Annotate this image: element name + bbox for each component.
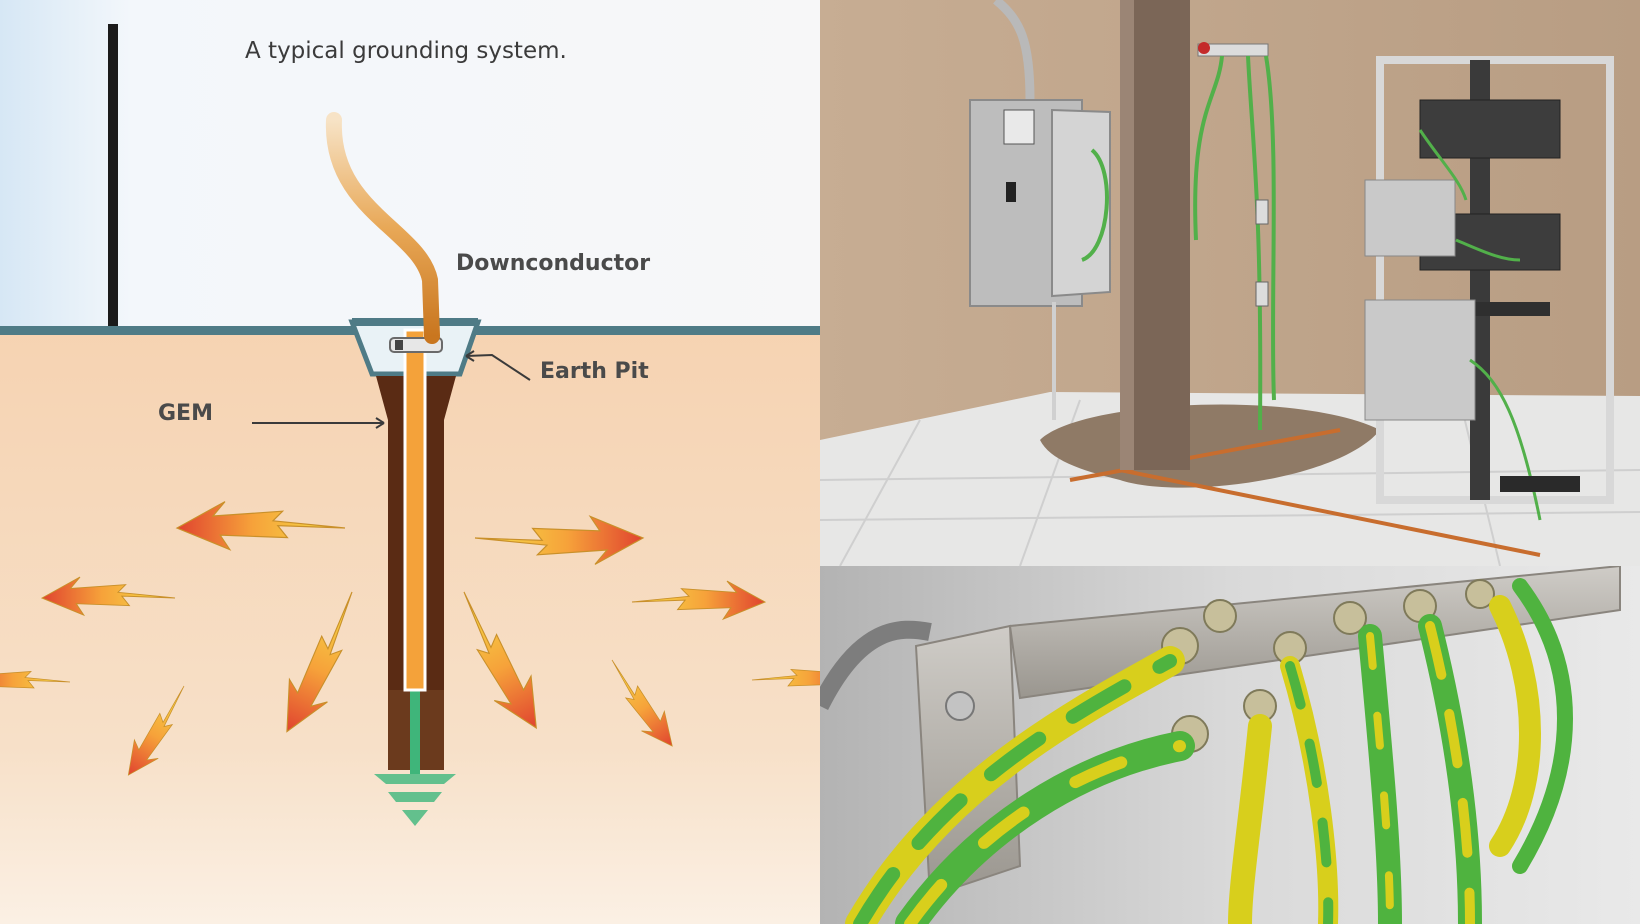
- wire-clamp: [1255, 281, 1269, 307]
- wall-ground-bar: [1197, 43, 1269, 57]
- ground-bar-marker: [1198, 42, 1210, 54]
- busbar-illustration: [820, 566, 1640, 924]
- downconductor-cable: [325, 112, 440, 344]
- sky-background: [0, 0, 820, 330]
- rack-base: [1500, 476, 1580, 492]
- diagram-title: A typical grounding system.: [245, 38, 567, 64]
- ground-busbar-photo: [820, 566, 1640, 924]
- earth-pit-cover: [352, 318, 478, 326]
- pipe: [820, 620, 932, 711]
- column-highlight: [1120, 0, 1134, 470]
- green-yellow-ground-wires: [845, 578, 1573, 924]
- gem-label: GEM: [158, 401, 213, 426]
- earth-pit-label: Earth Pit: [540, 359, 649, 384]
- gem-leader-arrow: [375, 417, 385, 429]
- earth-ground-icon: [374, 774, 456, 826]
- server-unit: [1364, 179, 1456, 257]
- rack-device: [1419, 99, 1561, 159]
- panel-door: [1051, 108, 1111, 298]
- bracket-bolt: [945, 691, 975, 721]
- data-room-illustration: [820, 0, 1640, 566]
- clamp-bolt: [395, 340, 403, 350]
- earth-pit-leader-arrow: [465, 350, 475, 362]
- server-unit: [1364, 299, 1476, 421]
- grounding-diagram: A typical grounding system. Downconducto…: [0, 0, 820, 924]
- equipment-rack-frame: [1376, 56, 1614, 504]
- wire-clamp: [1255, 199, 1269, 225]
- panel-meter: [1003, 109, 1035, 145]
- lightning-pole: [108, 24, 118, 330]
- cable-lugs: [1161, 579, 1495, 753]
- grounding-diagram-panel: A typical grounding system. Downconducto…: [0, 0, 820, 924]
- copper-ground-conductor: [1069, 428, 1541, 557]
- earth-electrode: [410, 690, 420, 778]
- earth-rod: [403, 328, 427, 692]
- panel-switch: [1006, 182, 1016, 202]
- downconductor-label: Downconductor: [456, 251, 650, 276]
- green-ground-wires: [1081, 55, 1276, 431]
- conduit: [993, 0, 1035, 101]
- earth-pit-leader: [465, 353, 531, 381]
- data-room-grounding-photo: [820, 0, 1640, 566]
